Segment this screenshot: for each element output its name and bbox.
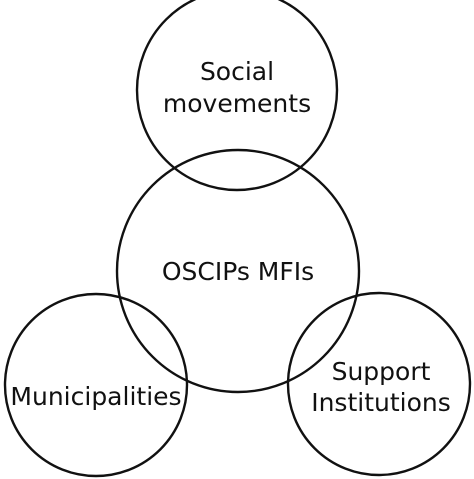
municipalities-node: Municipalities bbox=[3, 292, 189, 478]
social-movements-label-line2: movements bbox=[163, 89, 311, 118]
support-institutions-circle bbox=[286, 291, 472, 477]
support-institutions-label-line2: Institutions bbox=[311, 388, 451, 417]
social-movements-label-line1: Social bbox=[200, 57, 274, 86]
oscips-mfis-label: OSCIPs MFIs bbox=[162, 257, 314, 286]
support-institutions-node: Support Institutions bbox=[286, 291, 472, 477]
support-institutions-label-line1: Support bbox=[332, 357, 431, 386]
oscips-mfis-circle bbox=[115, 148, 361, 394]
social-movements-node: Social movements bbox=[135, 0, 339, 192]
social-movements-circle bbox=[135, 0, 339, 192]
municipalities-label: Municipalities bbox=[10, 382, 181, 411]
oscips-mfis-node: OSCIPs MFIs bbox=[115, 148, 361, 394]
municipalities-circle bbox=[3, 292, 189, 478]
